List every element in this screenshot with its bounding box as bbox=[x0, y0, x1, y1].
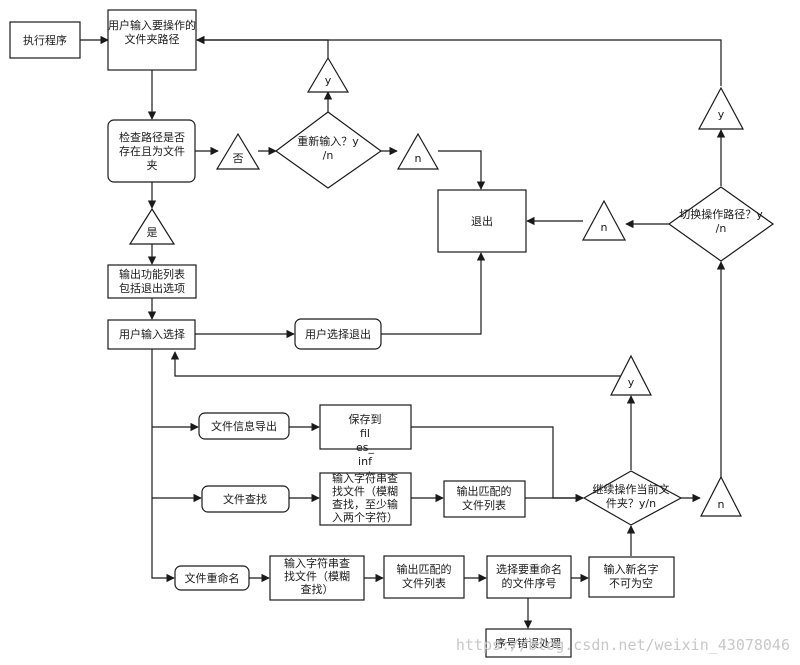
edge-y3-to-choice bbox=[170, 351, 632, 377]
node-switch-y-label: y bbox=[718, 108, 725, 121]
node-continue-n: n bbox=[700, 475, 742, 517]
node-exit-label: 退出 bbox=[471, 214, 493, 228]
node-input-path-label: 用户输入要操作的文件夹路径 bbox=[108, 18, 196, 46]
node-idx-error: 序号错误处理 bbox=[485, 628, 572, 658]
node-export-label: 文件信息导出 bbox=[211, 419, 277, 433]
node-continue-y: y bbox=[610, 354, 652, 396]
node-continue-y-label: y bbox=[628, 376, 635, 389]
node-switch-y: y bbox=[697, 86, 745, 130]
node-idx-error-label: 序号错误处理 bbox=[495, 636, 561, 650]
node-start-label: 执行程序 bbox=[23, 33, 67, 47]
edge-chooseexit-to-exit bbox=[381, 252, 486, 335]
node-no-label: 否 bbox=[233, 152, 244, 165]
node-retry-y-label: y bbox=[325, 74, 332, 87]
edge-y-to-input bbox=[196, 35, 329, 58]
node-rename-input: 输入字符串查找文件（模糊查找） bbox=[269, 555, 365, 601]
node-export: 文件信息导出 bbox=[198, 412, 290, 440]
node-new-name: 输入新名字不可为空 bbox=[588, 556, 675, 598]
node-continue: 继续操作当前文件夹？y/n bbox=[582, 470, 683, 526]
node-menu-label: 输出功能列表包括退出选项 bbox=[119, 267, 185, 295]
node-search-out-label: 输出匹配的文件列表 bbox=[457, 484, 512, 512]
node-switch-path: 切换操作路径？y/n bbox=[667, 186, 775, 262]
node-rename: 文件重命名 bbox=[174, 565, 250, 591]
node-rename-out: 输出匹配的文件列表 bbox=[383, 555, 465, 599]
node-check-path-label: 检查路径是否存在且为文件夹 bbox=[119, 130, 185, 172]
edge-y2-to-input bbox=[196, 35, 722, 86]
node-switch-n: n bbox=[581, 199, 627, 241]
node-switch-path-label: 切换操作路径？y/n bbox=[679, 207, 763, 235]
node-retry: 重新输入？y/n bbox=[274, 111, 383, 189]
edge-choice-to-export bbox=[151, 349, 175, 583]
node-exit: 退出 bbox=[437, 189, 527, 253]
node-search-label: 文件查找 bbox=[223, 492, 267, 506]
node-check-path: 检查路径是否存在且为文件夹 bbox=[107, 119, 196, 183]
edge-n-to-exit bbox=[438, 150, 486, 190]
node-retry-y: y bbox=[306, 56, 350, 93]
node-rename-out-label: 输出匹配的文件列表 bbox=[397, 562, 452, 590]
node-input-path: 用户输入要操作的文件夹路径 bbox=[107, 9, 197, 71]
node-continue-label: 继续操作当前文件夹？y/n bbox=[593, 482, 670, 510]
node-retry-label: 重新输入？y/n bbox=[297, 134, 359, 162]
node-choice: 用户输入选择 bbox=[107, 319, 196, 350]
node-select-idx: 选择要重命名的文件序号 bbox=[486, 555, 572, 599]
node-yes: 是 bbox=[128, 207, 176, 245]
node-choose-exit-label: 用户选择退出 bbox=[305, 327, 371, 341]
node-switch-n-label: n bbox=[601, 221, 608, 234]
node-rename-input-label: 输入字符串查找文件（模糊查找） bbox=[284, 556, 350, 596]
watermark: https://blog.csdn.net/weixin_43078046 bbox=[456, 636, 790, 654]
node-no: 否 bbox=[215, 132, 261, 170]
node-search-input: 输入字符串查找文件（模糊查找，至少输入两个字符） bbox=[319, 471, 412, 526]
node-rename-label: 文件重命名 bbox=[185, 571, 240, 585]
node-search-input-label: 输入字符串查找文件（模糊查找，至少输入两个字符） bbox=[332, 471, 398, 524]
node-search-out: 输出匹配的文件列表 bbox=[443, 480, 526, 518]
node-yes-label: 是 bbox=[147, 226, 158, 239]
node-menu: 输出功能列表包括退出选项 bbox=[107, 264, 197, 299]
node-retry-n: n bbox=[396, 132, 440, 170]
node-choice-label: 用户输入选择 bbox=[119, 327, 185, 341]
node-new-name-label: 输入新名字不可为空 bbox=[604, 562, 659, 590]
node-search: 文件查找 bbox=[201, 485, 290, 513]
node-retry-n-label: n bbox=[415, 152, 422, 165]
node-continue-n-label: n bbox=[718, 498, 725, 511]
node-choose-exit: 用户选择退出 bbox=[294, 318, 382, 350]
node-start: 执行程序 bbox=[9, 21, 81, 59]
node-select-idx-label: 选择要重命名的文件序号 bbox=[496, 562, 562, 590]
